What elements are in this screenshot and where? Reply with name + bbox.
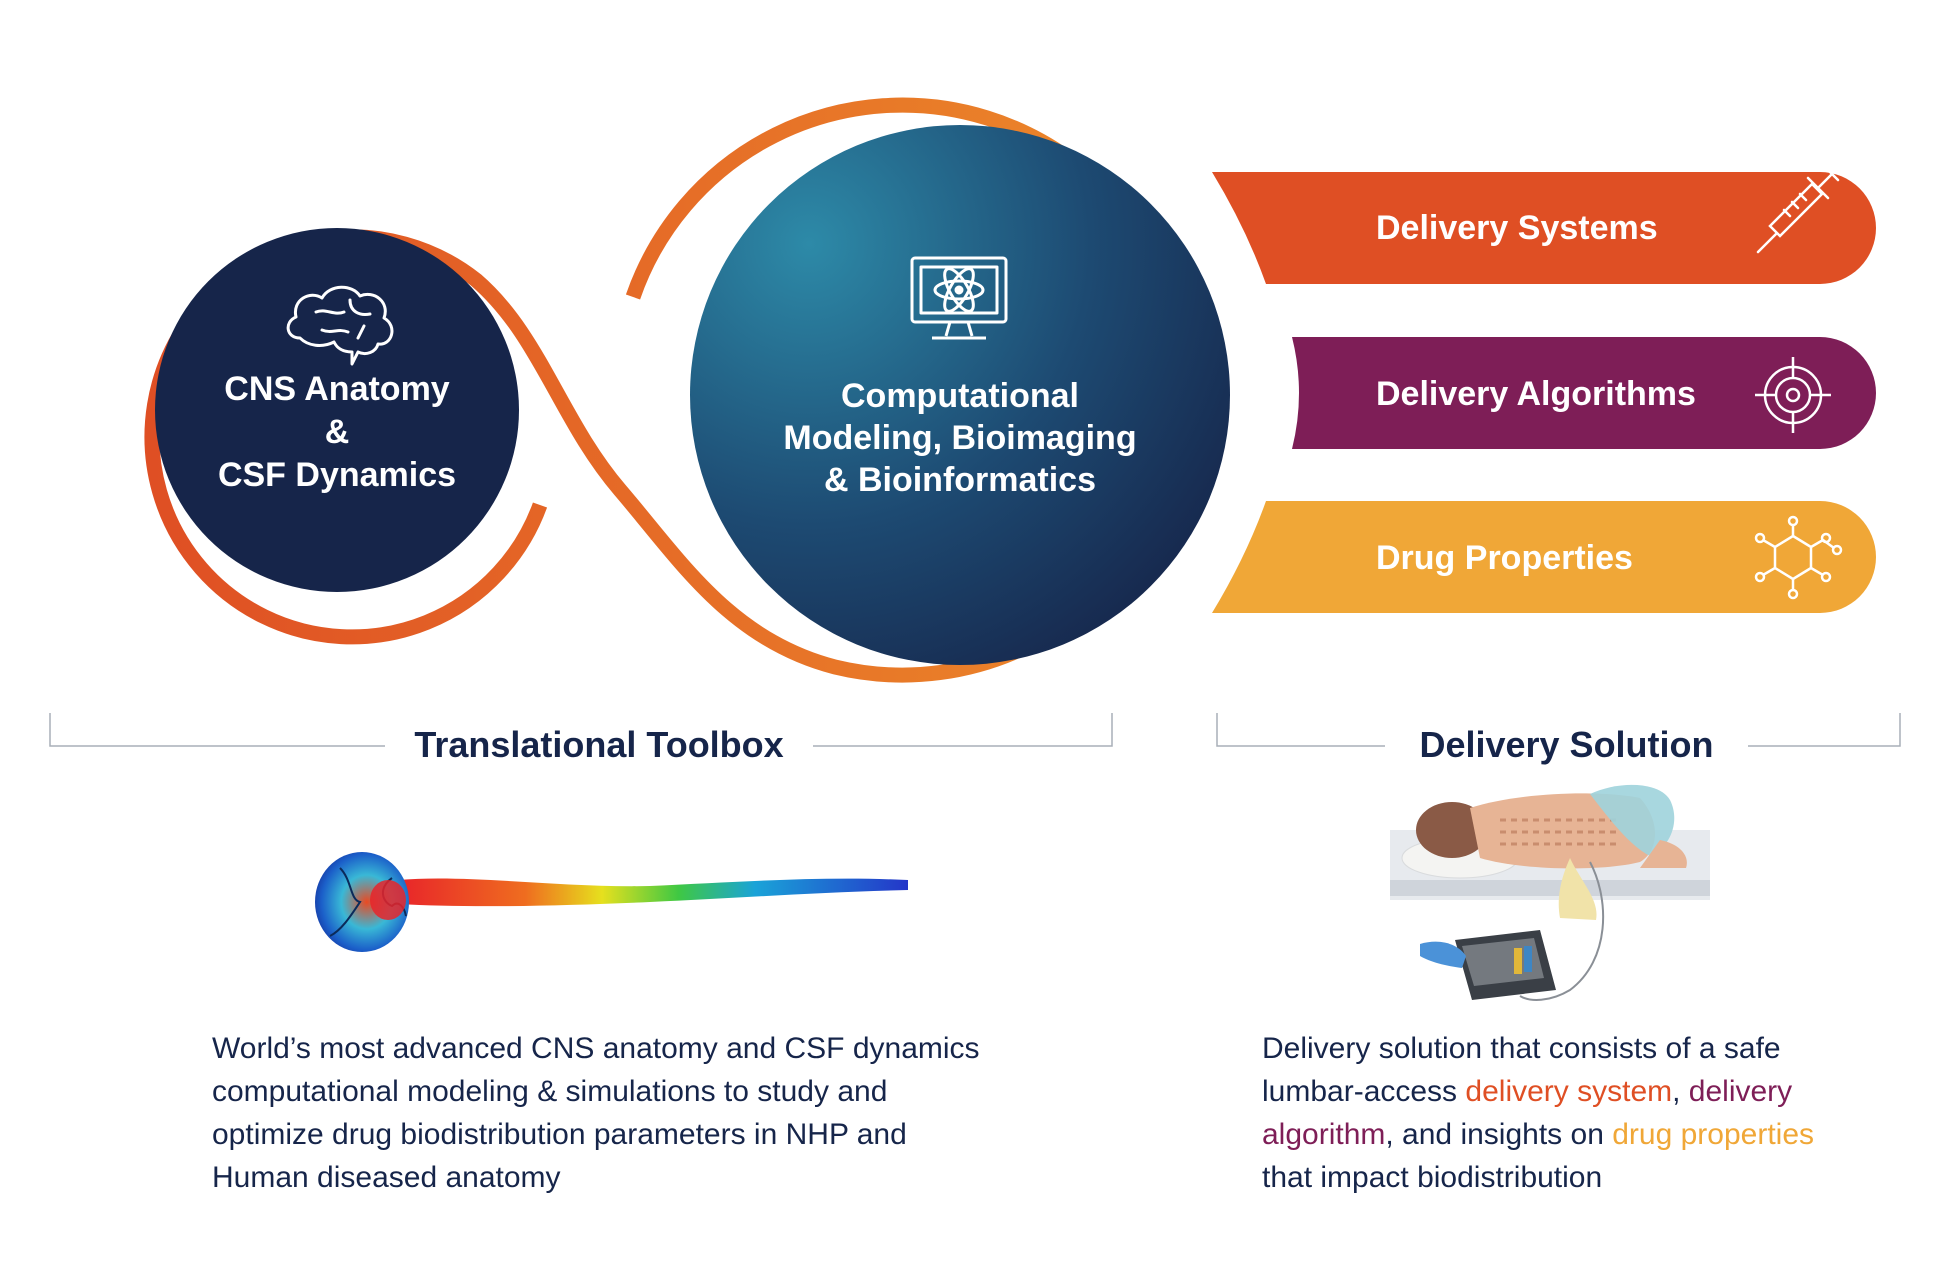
left-description-line1: World’s most advanced CNS anatomy and CS…	[212, 1032, 980, 1065]
right-description-line3: algorithm, and insights on drug properti…	[1262, 1113, 1902, 1156]
center-circle	[690, 125, 1230, 665]
center-circle-line3: & Bioinformatics	[823, 461, 1097, 499]
syringe-icon	[1756, 166, 1840, 254]
left-circle-text: CNS Anatomy & CSF Dynamics	[197, 368, 477, 497]
left-description-line2: computational modeling & simulations to …	[212, 1075, 888, 1108]
target-icon	[1755, 357, 1831, 433]
left-section-bracket	[49, 713, 1113, 747]
highlight-delivery: delivery	[1688, 1075, 1793, 1108]
section-title-delivery-solution: Delivery Solution	[1419, 724, 1714, 765]
right-description-line1: Delivery solution that consists of a saf…	[1262, 1032, 1781, 1065]
pill-label-drug-properties: Drug Properties	[1376, 539, 1633, 577]
right-description-line2: lumbar-access delivery system, delivery	[1262, 1070, 1902, 1113]
pill-delivery-systems[interactable]	[1212, 172, 1876, 284]
pill-delivery-algorithms[interactable]	[1292, 337, 1876, 449]
cns-simulation-image	[315, 852, 908, 952]
highlight-drug-properties: drug properties	[1612, 1118, 1815, 1151]
monitor-atom-icon	[910, 256, 1008, 340]
right-description-text: , and insights on	[1385, 1118, 1613, 1151]
pill-label-delivery-systems: Delivery Systems	[1376, 209, 1658, 247]
section-title-translational-toolbox: Translational Toolbox	[414, 724, 784, 765]
center-circle-line1: Computational	[841, 377, 1079, 415]
left-description-line4: Human diseased anatomy	[212, 1161, 561, 1194]
left-circle-line3: CSF Dynamics	[217, 456, 457, 494]
center-circle-text: Computational Modeling, Bioimaging & Bio…	[760, 375, 1160, 501]
left-circle-line2: &	[324, 413, 350, 451]
highlight-algorithm: algorithm	[1262, 1118, 1386, 1151]
right-description: Delivery solution that consists of a saf…	[1262, 1027, 1902, 1199]
left-description-line3: optimize drug biodistribution parameters…	[212, 1118, 907, 1151]
center-circle-line2: Modeling, Bioimaging	[783, 419, 1137, 457]
left-circle-line1: CNS Anatomy	[224, 370, 450, 408]
left-circle	[155, 228, 519, 592]
right-description-text: lumbar-access	[1262, 1075, 1466, 1108]
right-description-text: ,	[1672, 1075, 1689, 1108]
pill-drug-properties[interactable]	[1212, 501, 1876, 613]
highlight-delivery-system: delivery system	[1465, 1075, 1673, 1108]
pill-label-delivery-algorithms: Delivery Algorithms	[1376, 375, 1696, 413]
right-section-bracket	[1216, 713, 1901, 747]
lumbar-delivery-illustration	[1390, 784, 1710, 1001]
molecule-icon	[1754, 515, 1843, 600]
left-description: World’s most advanced CNS anatomy and CS…	[212, 1027, 1072, 1199]
right-description-line4: that impact biodistribution	[1262, 1161, 1603, 1194]
brain-icon	[286, 285, 394, 366]
